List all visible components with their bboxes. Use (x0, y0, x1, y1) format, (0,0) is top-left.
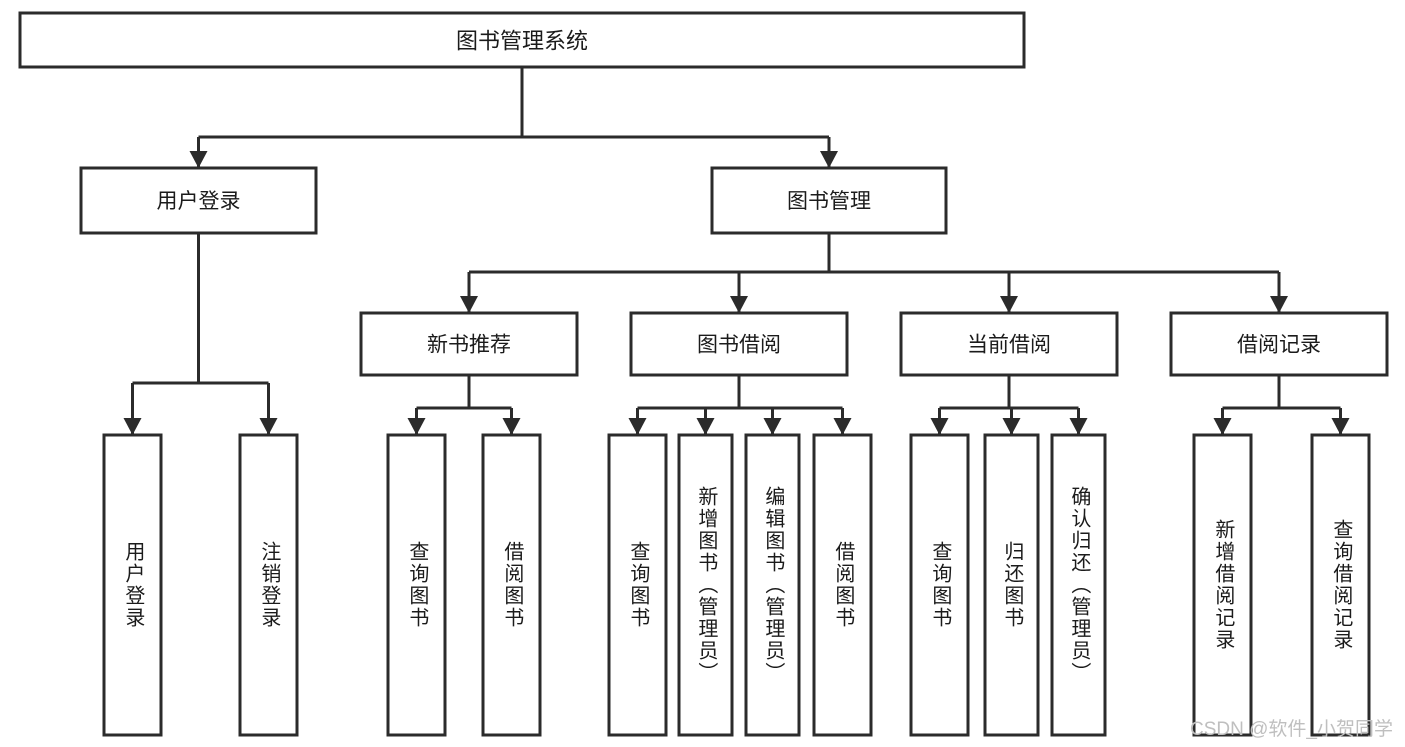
node-leaf-logout-login[interactable] (238, 433, 299, 737)
node-leaf-query-book-borrow[interactable] (607, 433, 668, 737)
node-leaf-return-book[interactable] (983, 433, 1040, 737)
node-leaf-borrow-book[interactable] (812, 433, 873, 737)
arrow-head (730, 296, 748, 313)
node-leaf-query-book-current[interactable] (909, 433, 970, 737)
node-leaf-query-book-rec[interactable] (386, 433, 447, 737)
connector-current-borrow-to-leaves (930, 375, 1088, 435)
node-user-login[interactable] (79, 166, 318, 235)
node-new-book-rec[interactable] (359, 311, 579, 377)
node-current-borrow[interactable] (899, 311, 1119, 377)
arrow-head (460, 296, 478, 313)
node-leaf-add-borrow-record[interactable] (1192, 433, 1253, 737)
node-root[interactable] (18, 11, 1026, 69)
node-box-layer (18, 11, 1389, 737)
node-book-manage[interactable] (710, 166, 948, 235)
arrow-head (407, 418, 426, 435)
arrow-head (833, 418, 852, 435)
arrow-head (696, 418, 715, 435)
arrow-head (189, 151, 208, 168)
node-label: 新书推荐 (427, 334, 511, 357)
arrow-head (1270, 296, 1288, 313)
node-label: 用户登录 (157, 190, 241, 213)
connector-new-book-rec-to-leaves (407, 375, 521, 435)
node-book-borrow[interactable] (629, 311, 849, 377)
arrow-head (1000, 296, 1018, 313)
node-leaf-user-login[interactable] (102, 433, 163, 737)
arrow-head (1213, 418, 1232, 435)
connector-root-to-level2 (189, 67, 838, 168)
arrow-head (1069, 418, 1088, 435)
node-leaf-edit-book[interactable] (744, 433, 801, 737)
node-label: 图书借阅 (697, 334, 781, 357)
arrow-head (259, 418, 278, 435)
arrow-head (763, 418, 782, 435)
node-leaf-add-book[interactable] (677, 433, 734, 737)
arrow-head (930, 418, 949, 435)
connector-borrow-record-to-leaves (1213, 375, 1350, 435)
connector-layer (123, 67, 1350, 435)
arrow-head (502, 418, 521, 435)
node-leaf-query-borrow-record[interactable] (1310, 433, 1371, 737)
arrow-head (820, 151, 838, 168)
connector-book-borrow-to-leaves (628, 375, 852, 435)
connector-book-manage-to-level3 (460, 233, 1288, 313)
node-label: 当前借阅 (967, 334, 1051, 357)
node-leaf-confirm-return[interactable] (1050, 433, 1107, 737)
arrow-head (123, 418, 142, 435)
node-label: 图书管理 (787, 190, 871, 213)
node-label: 借阅记录 (1237, 334, 1321, 357)
arrow-head (1002, 418, 1021, 435)
node-leaf-borrow-book-rec[interactable] (481, 433, 542, 737)
arrow-head (628, 418, 647, 435)
node-borrow-record[interactable] (1169, 311, 1389, 377)
arrow-head (1331, 418, 1350, 435)
connector-user-login-to-leaves (123, 233, 278, 435)
node-label: 图书管理系统 (456, 29, 588, 54)
